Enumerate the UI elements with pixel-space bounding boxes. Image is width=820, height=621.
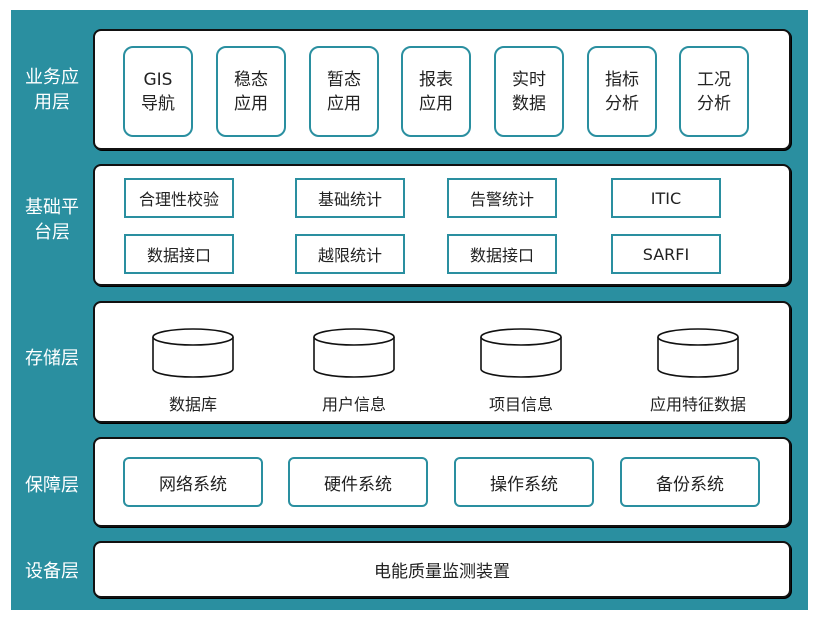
platform-module-validation[interactable]: 合理性校验 <box>124 178 234 218</box>
layer-label-line: 基础平 <box>25 197 79 218</box>
layer-label-storage: 存储层 <box>25 348 79 369</box>
storage-item-app-feature-data[interactable]: 应用特征数据 <box>635 327 761 415</box>
app-module-transient[interactable]: 暂态 应用 <box>309 46 379 137</box>
support-module-os[interactable]: 操作系统 <box>454 457 594 507</box>
platform-module-data-interface[interactable]: 数据接口 <box>124 234 234 274</box>
device-layer-panel: 电能质量监测装置 <box>93 541 791 598</box>
platform-module-alarm-statistics[interactable]: 告警统计 <box>447 178 557 218</box>
storage-item-user-info[interactable]: 用户信息 <box>294 327 414 415</box>
application-layer-panel: GIS 导航 稳态 应用 暂态 应用 报表 应用 实时 数据 指标 分析 工况 … <box>93 29 791 150</box>
app-module-index-analysis[interactable]: 指标 分析 <box>587 46 657 137</box>
support-module-network[interactable]: 网络系统 <box>123 457 263 507</box>
app-module-realtime-data[interactable]: 实时 数据 <box>494 46 564 137</box>
storage-item-label: 项目信息 <box>488 395 553 414</box>
database-icon <box>480 328 562 378</box>
app-module-report[interactable]: 报表 应用 <box>401 46 471 137</box>
platform-module-limit-statistics[interactable]: 越限统计 <box>295 234 405 274</box>
platform-module-itic[interactable]: ITIC <box>611 178 721 218</box>
database-icon <box>313 328 395 378</box>
platform-module-basic-statistics[interactable]: 基础统计 <box>295 178 405 218</box>
app-module-steady-state[interactable]: 稳态 应用 <box>216 46 286 137</box>
storage-item-project-info[interactable]: 项目信息 <box>461 327 581 415</box>
support-module-backup[interactable]: 备份系统 <box>620 457 760 507</box>
database-icon <box>152 328 234 378</box>
layer-label-platform: 基础平 台层 <box>11 195 93 245</box>
support-layer-panel: 网络系统 硬件系统 操作系统 备份系统 <box>93 437 791 527</box>
storage-layer-panel: 数据库 用户信息 项目信息 应用特征数据 <box>93 301 791 423</box>
storage-item-label: 数据库 <box>168 395 217 414</box>
support-module-hardware[interactable]: 硬件系统 <box>288 457 428 507</box>
device-power-quality-monitor[interactable]: 电能质量监测装置 <box>374 562 510 582</box>
app-module-gis-navigation[interactable]: GIS 导航 <box>123 46 193 137</box>
platform-layer-panel: 合理性校验 基础统计 告警统计 ITIC 数据接口 越限统计 数据接口 SARF… <box>93 164 791 286</box>
layer-label-support: 保障层 <box>25 475 79 496</box>
layer-label-application: 业务应 用层 <box>11 65 93 115</box>
storage-item-database[interactable]: 数据库 <box>133 327 253 415</box>
storage-item-label: 用户信息 <box>321 395 386 414</box>
platform-module-data-interface-2[interactable]: 数据接口 <box>447 234 557 274</box>
app-module-condition-analysis[interactable]: 工况 分析 <box>679 46 749 137</box>
platform-module-sarfi[interactable]: SARFI <box>611 234 721 274</box>
storage-item-label: 应用特征数据 <box>649 395 746 414</box>
database-icon <box>657 328 739 378</box>
layer-label-line: 台层 <box>34 222 70 243</box>
layer-label-line: 业务应 <box>25 67 79 88</box>
layer-label-line: 用层 <box>34 92 70 113</box>
layer-label-device: 设备层 <box>25 561 79 582</box>
